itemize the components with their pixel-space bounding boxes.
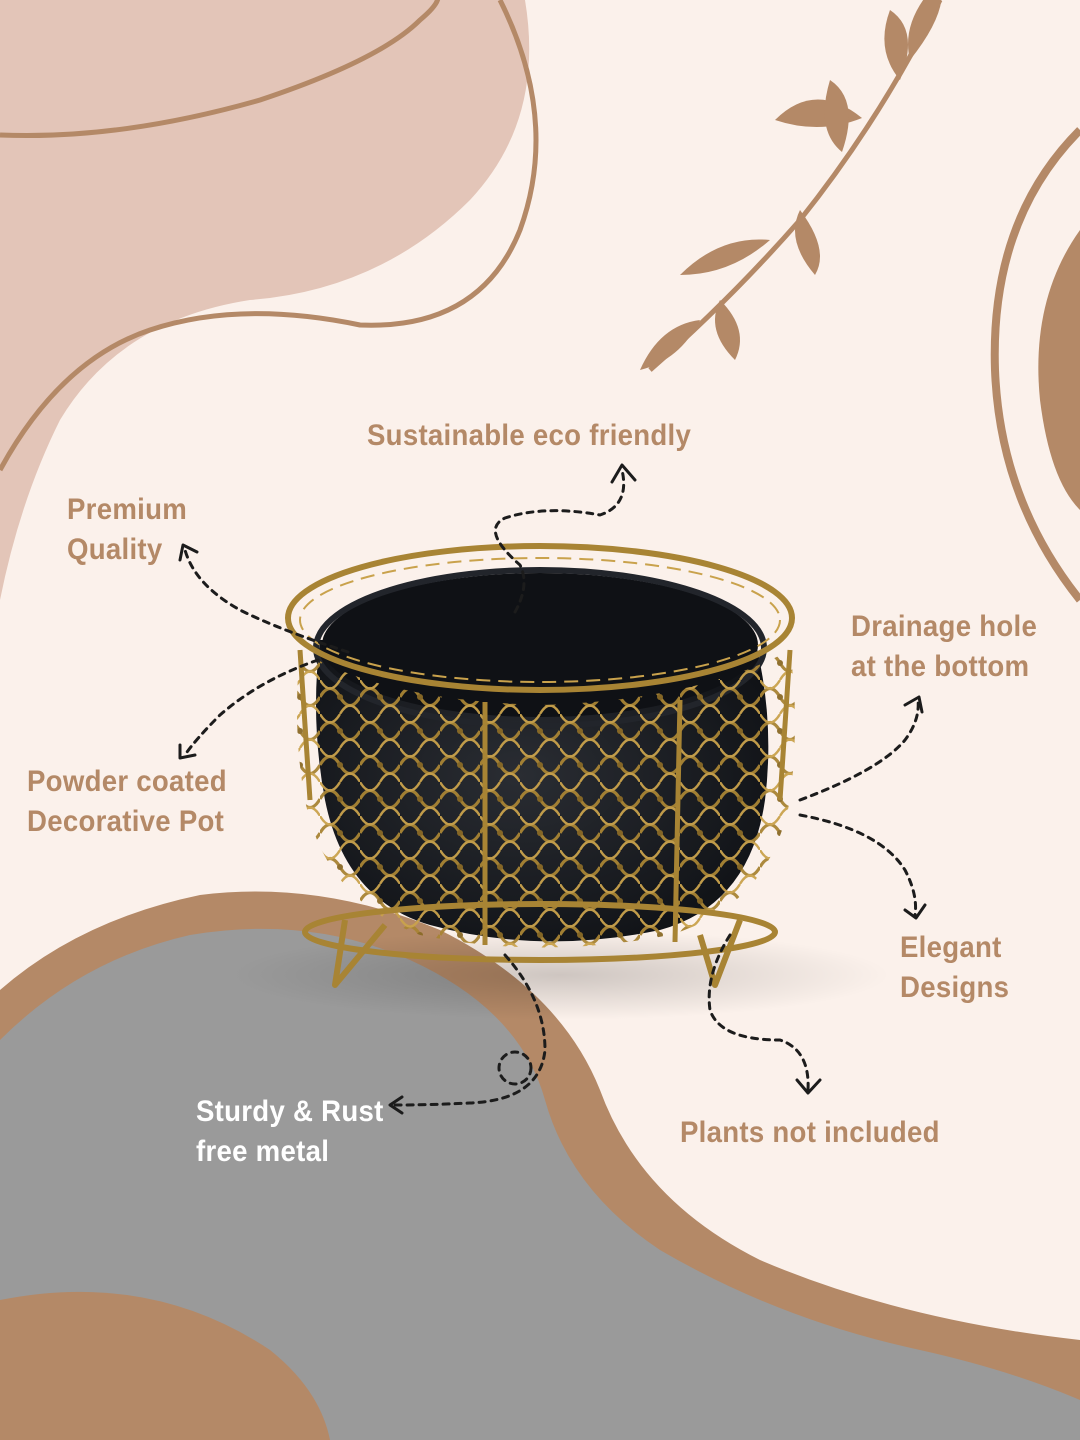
arrow-premium bbox=[183, 548, 350, 654]
feature-sturdy-line-2: free metal bbox=[196, 1135, 330, 1168]
feature-powder-line-1: Powder coated bbox=[27, 765, 227, 798]
wire-net bbox=[296, 650, 795, 948]
feature-sturdy: Sturdy & Rust free metal bbox=[196, 1092, 384, 1172]
brown-corner bbox=[0, 1291, 330, 1440]
arrow-heads bbox=[178, 463, 927, 1115]
feature-drainage-line-2: at the bottom bbox=[851, 650, 1030, 683]
wire-top-ring bbox=[285, 543, 795, 693]
feature-plants: Plants not included bbox=[680, 1113, 940, 1153]
arrow-plants bbox=[707, 933, 810, 1092]
pointer-arrows bbox=[183, 468, 920, 1107]
feature-powder-line-2: Decorative Pot bbox=[27, 805, 225, 838]
arc-right bbox=[990, 127, 1080, 603]
wire-ribs bbox=[297, 649, 793, 945]
feature-drainage-line-1: Drainage hole bbox=[851, 610, 1038, 643]
arrow-sturdy bbox=[393, 953, 547, 1107]
blob-top-left bbox=[0, 0, 530, 600]
feature-sturdy-line-1: Sturdy & Rust bbox=[196, 1095, 384, 1128]
feature-elegant-line-2: Designs bbox=[900, 971, 1010, 1004]
wire-top-ring-inner bbox=[299, 557, 781, 683]
feature-sustainable: Sustainable eco friendly bbox=[367, 416, 691, 456]
feature-premium-line-2: Quality bbox=[67, 533, 163, 566]
feature-sustainable-line-1: Sustainable eco friendly bbox=[367, 419, 692, 452]
feature-powder: Powder coated Decorative Pot bbox=[27, 762, 227, 842]
detail-circle bbox=[497, 1050, 533, 1086]
arrow-sustainable bbox=[494, 468, 626, 614]
flow-line-1 bbox=[0, 0, 441, 139]
feature-premium-line-1: Premium bbox=[67, 493, 188, 526]
arc-right-fill bbox=[1038, 230, 1080, 510]
wire-bottom-ring bbox=[302, 901, 778, 963]
leg-left bbox=[332, 919, 388, 988]
wire-basket-planter bbox=[285, 543, 795, 988]
grey-blob bbox=[0, 928, 1080, 1440]
arrow-elegant bbox=[798, 813, 917, 917]
feature-elegant: Elegant Designs bbox=[900, 928, 1009, 1008]
arrow-drainage bbox=[798, 698, 920, 802]
feature-premium: Premium Quality bbox=[67, 490, 187, 570]
feature-plants-line-1: Plants not included bbox=[680, 1116, 940, 1149]
leaf-branch bbox=[640, 0, 943, 372]
feature-elegant-line-1: Elegant bbox=[900, 931, 1002, 964]
leg-right bbox=[697, 918, 743, 988]
arrow-powder bbox=[183, 658, 320, 757]
flow-line-2 bbox=[0, 0, 539, 472]
feature-drainage: Drainage hole at the bottom bbox=[851, 607, 1037, 687]
